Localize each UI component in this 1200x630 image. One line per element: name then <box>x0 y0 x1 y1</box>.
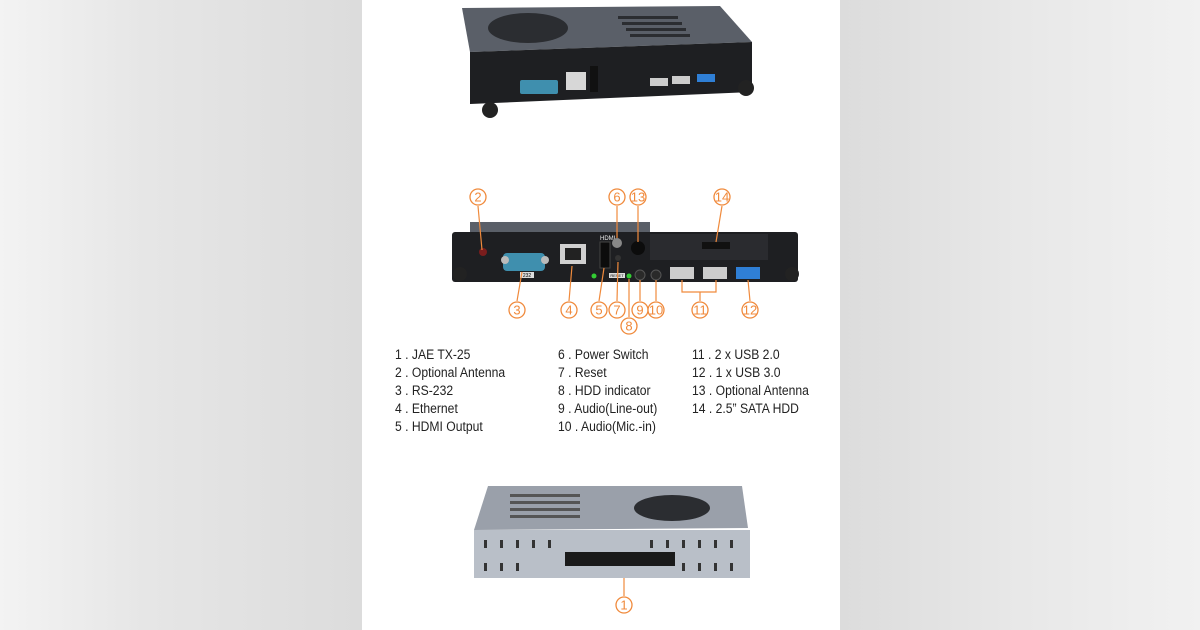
callout-12: 12 <box>741 301 759 319</box>
usb2-port <box>703 267 727 279</box>
legend-item: 10 . Audio(Mic.-in) <box>558 419 656 434</box>
hdmi-label: HDMI <box>600 236 616 242</box>
callout-10: 10 <box>647 301 665 319</box>
callout-7: 7 <box>608 301 626 319</box>
callout-5: 5 <box>590 301 608 319</box>
device-top-view <box>462 6 754 118</box>
legend-item: 1 . JAE TX-25 <box>395 347 471 362</box>
callout-leaders <box>477 205 751 596</box>
background-left <box>0 0 362 630</box>
svg-text:10: 10 <box>649 303 663 318</box>
legend-item: 8 . HDD indicator <box>558 383 651 398</box>
device-bottom-view <box>474 486 750 578</box>
legend-item: 11 . 2 x USB 2.0 <box>692 347 780 362</box>
svg-text:4: 4 <box>565 303 572 318</box>
rs232-label: 232 <box>523 273 532 279</box>
legend-column-1: 1 . JAE TX-25 2 . Optional Antenna 3 . R… <box>395 346 505 436</box>
svg-text:8: 8 <box>625 319 632 334</box>
legend-item: 9 . Audio(Line-out) <box>558 401 658 416</box>
svg-text:14: 14 <box>715 190 729 205</box>
callout-8: 8 <box>620 317 638 335</box>
callout-1: 1 <box>615 596 633 614</box>
callout-14: 14 <box>713 188 731 206</box>
callout-11: 11 <box>691 301 709 319</box>
usb3-port <box>736 267 760 279</box>
svg-text:2: 2 <box>474 190 481 205</box>
svg-text:6: 6 <box>613 190 620 205</box>
background-right <box>840 0 1200 630</box>
legend-item: 3 . RS-232 <box>395 383 454 398</box>
legend-column-3: 11 . 2 x USB 2.0 12 . 1 x USB 3.0 13 . O… <box>692 346 809 418</box>
legend-item: 14 . 2.5” SATA HDD <box>692 401 799 416</box>
device-front-view: 232 HDMI RESET <box>452 222 799 282</box>
svg-text:11: 11 <box>693 303 707 318</box>
callout-13: 13 <box>629 188 647 206</box>
hdmi-port <box>599 241 611 269</box>
legend-item: 4 . Ethernet <box>395 401 458 416</box>
legend-column-2: 6 . Power Switch 7 . Reset 8 . HDD indic… <box>558 346 657 436</box>
svg-text:5: 5 <box>595 303 602 318</box>
rs232-port <box>503 253 545 271</box>
svg-text:1: 1 <box>620 598 627 613</box>
legend-item: 6 . Power Switch <box>558 347 649 362</box>
legend-item: 13 . Optional Antenna <box>692 383 809 398</box>
svg-text:13: 13 <box>631 190 645 205</box>
svg-text:7: 7 <box>613 303 620 318</box>
svg-text:12: 12 <box>743 303 757 318</box>
legend-item: 2 . Optional Antenna <box>395 365 506 380</box>
callout-9: 9 <box>631 301 649 319</box>
usb2-port <box>670 267 694 279</box>
legend-item: 5 . HDMI Output <box>395 419 483 434</box>
legend-item: 12 . 1 x USB 3.0 <box>692 365 781 380</box>
callout-4: 4 <box>560 301 578 319</box>
svg-text:3: 3 <box>513 303 520 318</box>
svg-text:9: 9 <box>636 303 643 318</box>
legend-item: 7 . Reset <box>558 365 607 380</box>
callout-2: 2 <box>469 188 487 206</box>
callout-6: 6 <box>608 188 626 206</box>
jae-connector <box>565 552 675 566</box>
power-switch <box>612 238 622 248</box>
callout-3: 3 <box>508 301 526 319</box>
